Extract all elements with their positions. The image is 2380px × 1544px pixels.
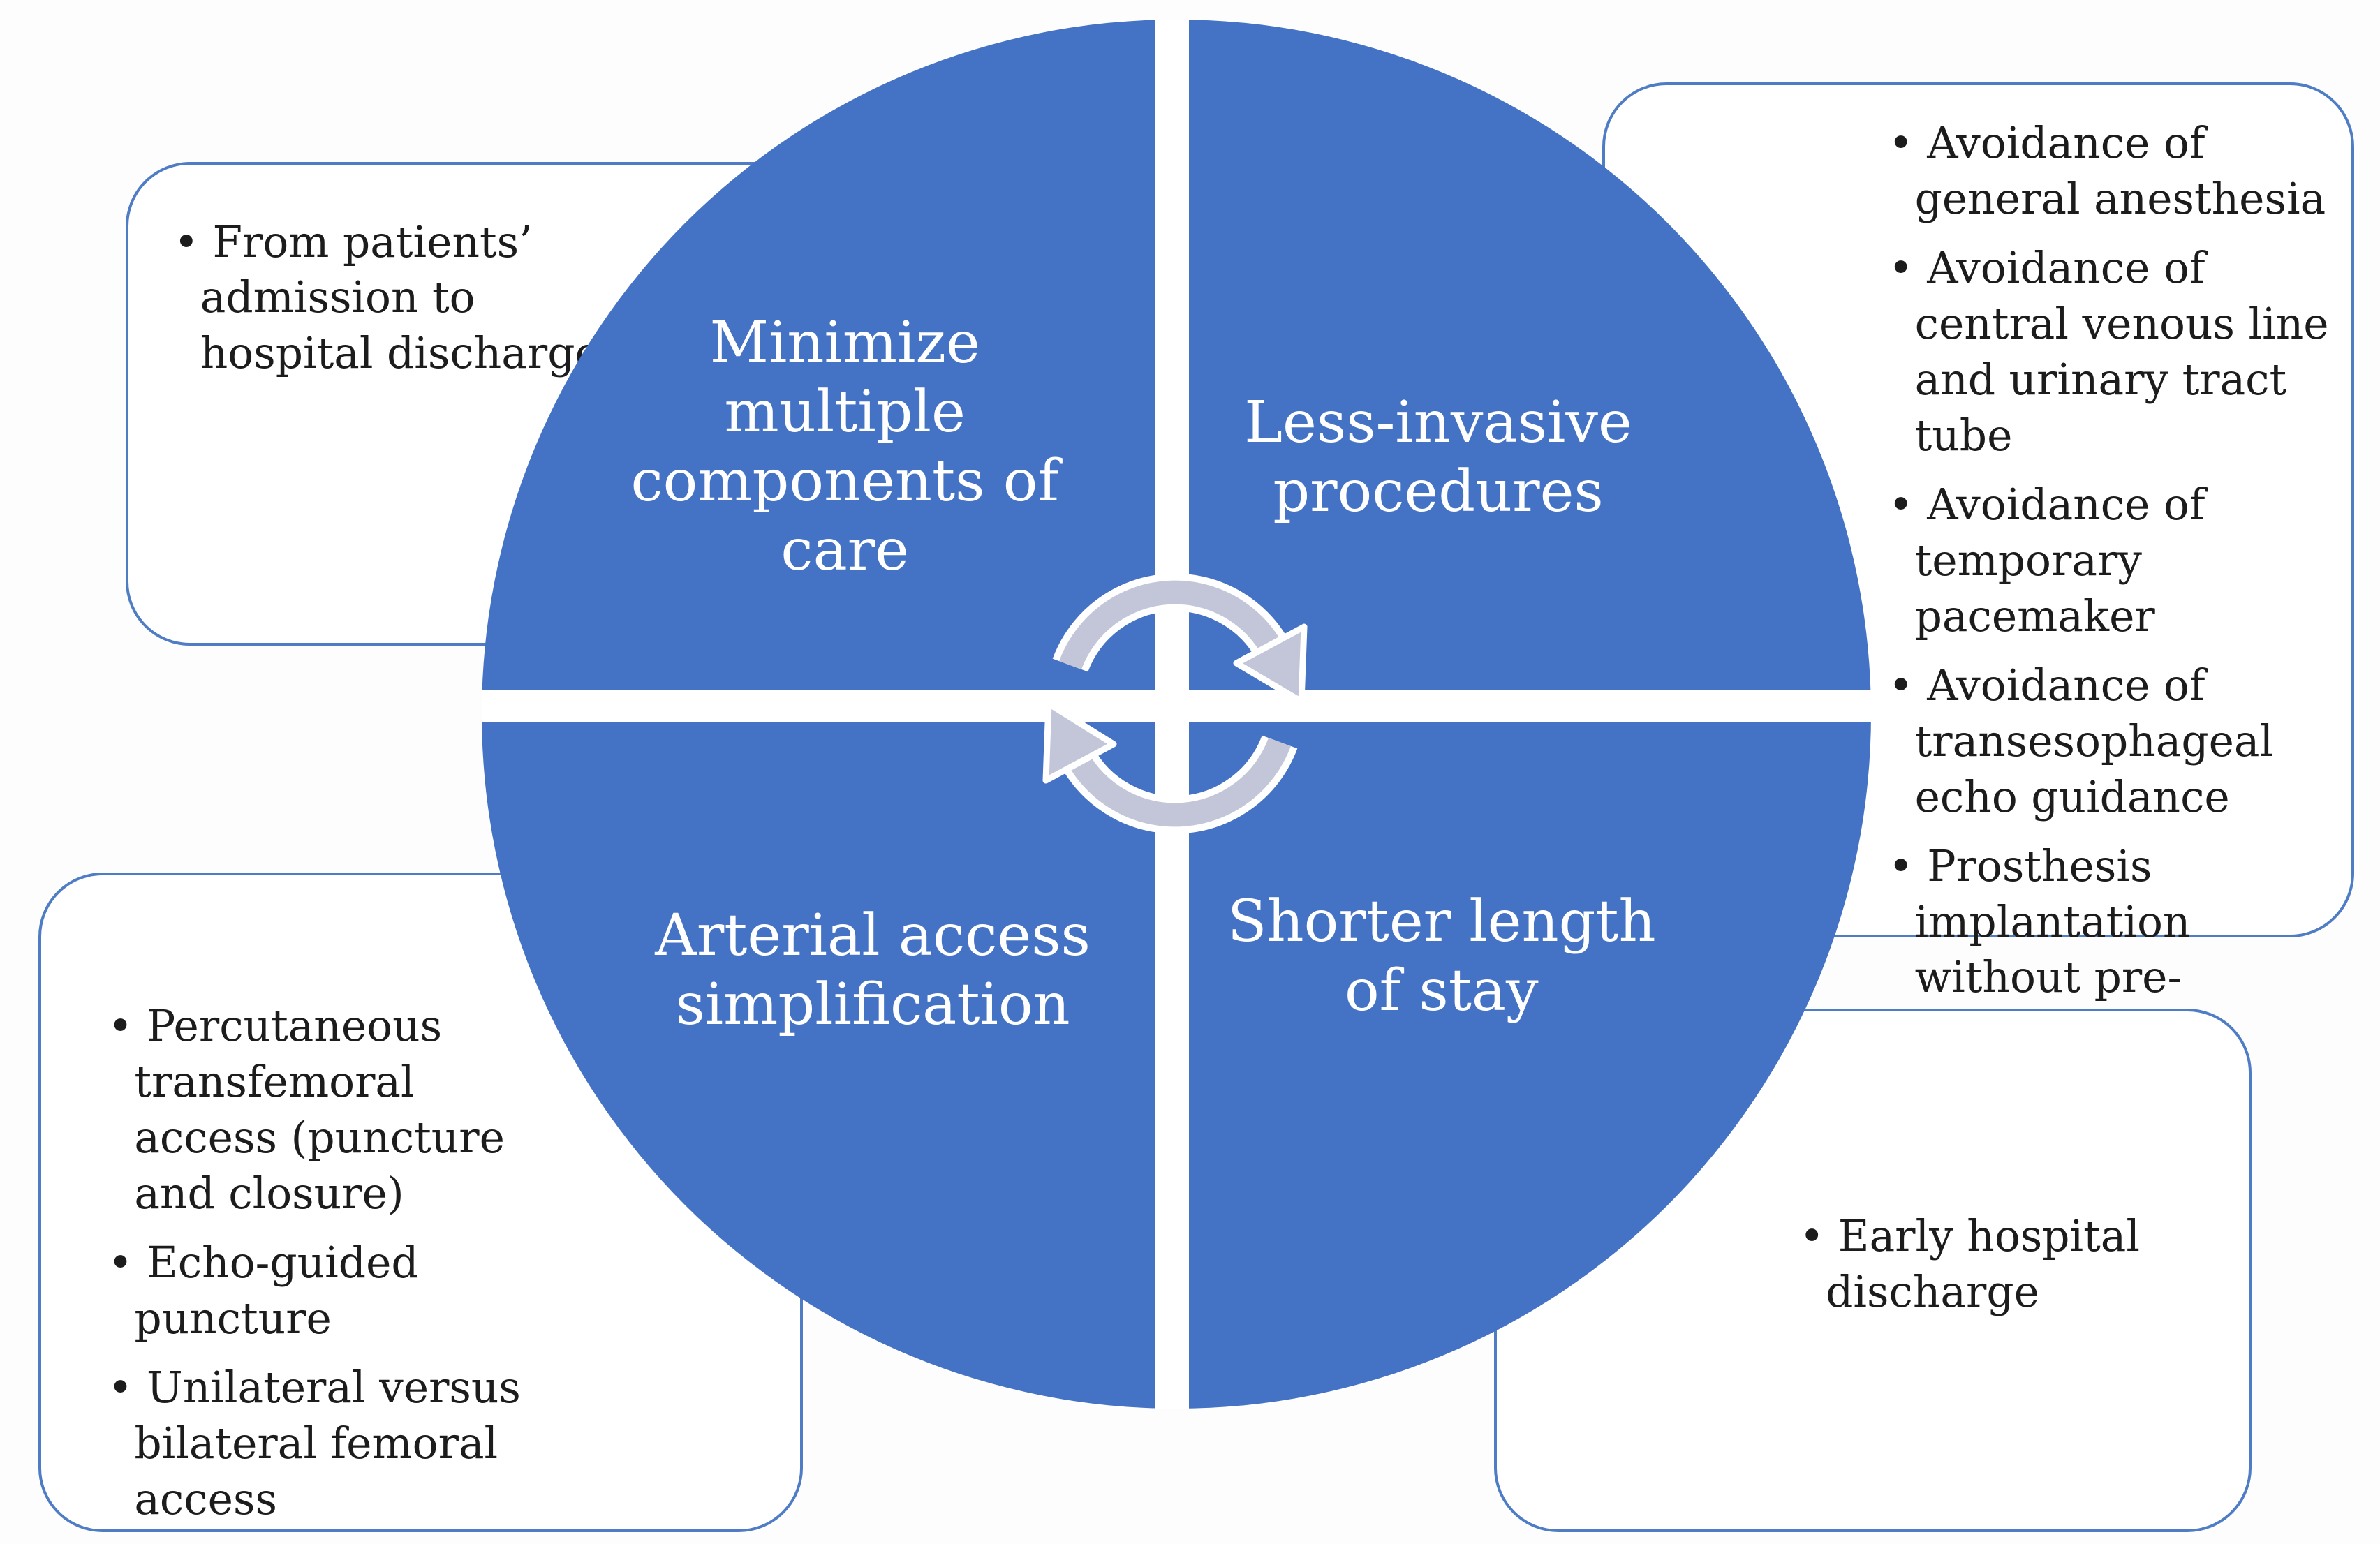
quadrant-divider-horizontal (481, 690, 1871, 722)
callout-top-right-list: Avoidance of general anesthesiaAvoidance… (1889, 116, 2355, 1062)
bullet-item: Avoidance of temporary pacemaker (1889, 477, 2355, 644)
callout-top-left-list: From patients’ admission to hospital dis… (174, 215, 626, 382)
callout-box-bottom-left: Percutaneous transfemoral access (punctu… (38, 873, 803, 1533)
quadrant-label-minimize-components: Minimize multiple components of care (630, 309, 1059, 584)
quadrant-label-shorter-stay: Shorter length of stay (1227, 887, 1656, 1024)
callout-bottom-left-list: Percutaneous transfemoral access (punctu… (108, 999, 565, 1544)
bullet-item: Avoidance of general anesthesia (1889, 116, 2355, 228)
quadrant-label-less-invasive: Less-invasive procedures (1244, 389, 1632, 525)
bullet-item: Avoidance of transesophageal echo guidan… (1889, 658, 2355, 825)
bullet-item: Early hospital discharge (1799, 1209, 2323, 1321)
bottom-arrowhead (1042, 700, 1117, 784)
bottom-arc (1066, 737, 1291, 827)
quadrant-label-arterial-access: Arterial access simplification (655, 902, 1091, 1039)
top-arc (1059, 580, 1284, 670)
callout-bottom-right-list: Early hospital discharge (1799, 1209, 2323, 1321)
bullet-item: Unilateral versus bilateral femoral acce… (108, 1360, 565, 1527)
top-arrowhead (1233, 623, 1308, 705)
bullet-item: Echo-guided puncture (108, 1235, 565, 1347)
bullet-item: Avoidance of central venous line and uri… (1889, 241, 2355, 463)
bullet-item: From patients’ admission to hospital dis… (174, 215, 626, 382)
bullet-item: Percutaneous transfemoral access (punctu… (108, 999, 565, 1222)
